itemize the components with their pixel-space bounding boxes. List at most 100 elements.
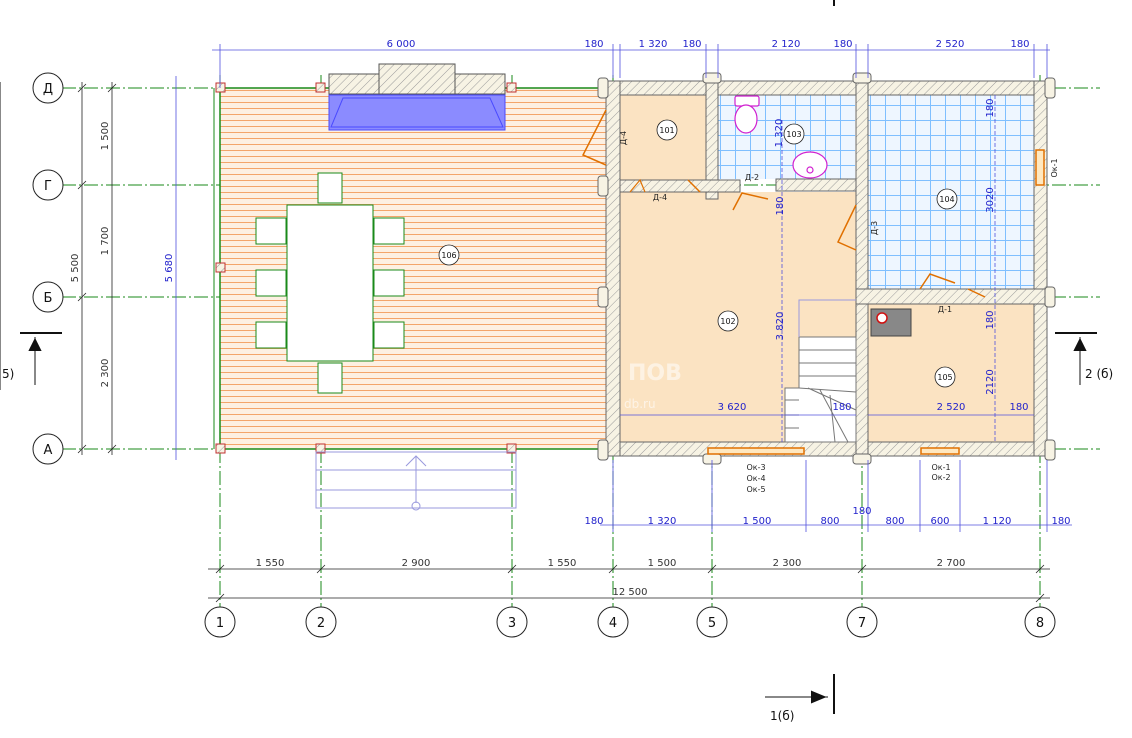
dim-103: 1 320 (774, 119, 785, 148)
axis-label-g: Г (44, 179, 52, 194)
stove (870, 308, 912, 337)
section-label-right: 2 (б) (1085, 367, 1113, 381)
axis-label-7: 7 (858, 616, 866, 631)
dim-105: 2120 (985, 369, 996, 394)
window-tag-ok1b: Ок-1 (931, 463, 950, 472)
left-dimensions: 5 500 1 500 1 700 2 300 5 680 (70, 122, 175, 388)
opening-tags: Д-4 Д-4 Д-2 Д-3 Д-1 Ок-1 Ок-3 Ок-4 Ок-5 … (619, 131, 1059, 494)
dim-axis: 1 550 (256, 558, 285, 569)
dim-left: 2 300 (100, 359, 111, 388)
axis-labels: 1 2 3 4 5 7 8 Д Г Б А (43, 82, 1044, 631)
chair (255, 321, 287, 349)
section-markers (0, 0, 1097, 714)
dim-102-180: 180 (832, 402, 851, 413)
terrace-posts (215, 82, 517, 454)
dim-top: 2 120 (772, 39, 801, 50)
dining-set (255, 172, 405, 394)
dim-105-top: 180 (985, 310, 996, 329)
dim-top: 6 000 (387, 39, 416, 50)
window-tag-ok4: Ок-4 (746, 474, 765, 483)
chair (255, 269, 287, 297)
sink (792, 151, 828, 179)
dim-bottom: 800 (885, 516, 904, 527)
room-bubbles (438, 119, 958, 388)
window-tag-ok2: Ок-2 (931, 473, 950, 482)
dim-axis: 2 700 (937, 558, 966, 569)
dim-bottom: 1 500 (743, 516, 772, 527)
dim-105-width: 2 520 (937, 402, 966, 413)
dim-bottom: 180 (1051, 516, 1070, 527)
terrace (213, 63, 613, 511)
dim-102-mid: 180 (775, 196, 786, 215)
room-104: 104 (939, 195, 954, 204)
dim-top: 1 320 (639, 39, 668, 50)
dim-102-width: 3 620 (718, 402, 747, 413)
axis-label-b: Б (44, 291, 53, 306)
axis-label-3: 3 (508, 616, 516, 631)
section-label-bottom: 1(б) (770, 709, 794, 723)
dim-104: 3020 (985, 187, 996, 212)
axis-dimension-chain (77, 82, 1050, 603)
dim-left: 1 500 (100, 122, 111, 151)
chair (373, 217, 405, 245)
log-corners (597, 72, 1056, 465)
bottom-inner-dimensions: 180 1 320 1 500 800 180 800 600 1 120 18… (584, 506, 1070, 527)
chair (255, 217, 287, 245)
axis-label-d: Д (43, 82, 53, 97)
watermark: ПОВ db.ru (624, 361, 682, 411)
dim-axis: 2 300 (773, 558, 802, 569)
room-102: 102 (720, 317, 735, 326)
dining-table (286, 204, 374, 362)
dim-left: 1 700 (100, 227, 111, 256)
dimension-lines (175, 44, 1072, 532)
room-105: 105 (937, 373, 952, 382)
door-tag-d1: Д-1 (938, 305, 952, 314)
section-label-left: 5) (2, 367, 14, 381)
dim-bottom: 1 320 (648, 516, 677, 527)
chair (317, 362, 343, 394)
section-labels: 2 (б) 1(б) 5) (2, 367, 1113, 723)
chair (373, 321, 405, 349)
dim-left-total: 5 500 (70, 254, 81, 283)
doors (581, 109, 1045, 455)
interior-dimensions: 1 320 180 3020 180 2120 3 820 180 3 620 … (718, 98, 1029, 413)
terrace-steps (315, 451, 517, 511)
watermark-text: ПОВ (628, 361, 682, 386)
window-tag-ok1: Ок-1 (1050, 158, 1059, 177)
dim-axis: 2 900 (402, 558, 431, 569)
room-numbers: 101 102 103 104 105 106 (441, 126, 954, 382)
axis-label-4: 4 (609, 616, 617, 631)
room-106: 106 (441, 251, 456, 260)
staircase (784, 299, 857, 443)
axis-label-1: 1 (216, 616, 224, 631)
room-101: 101 (659, 126, 674, 135)
dim-bottom: 600 (930, 516, 949, 527)
top-dimensions: 6 000 180 1 320 180 2 120 180 2 520 180 (387, 39, 1030, 50)
door-tag-d4: Д-4 (619, 131, 628, 145)
dim-bottom: 180 (584, 516, 603, 527)
dim-bottom: 180 (852, 506, 871, 517)
dim-102-vert: 3 820 (775, 312, 786, 341)
dim-top: 180 (584, 39, 603, 50)
axis-bubbles-bottom (204, 606, 1056, 638)
dim-total: 12 500 (613, 587, 648, 598)
door-tag-d4b: Д-4 (653, 193, 667, 202)
fireplace-hearth (328, 94, 506, 131)
chair (317, 172, 343, 204)
window-tag-ok3: Ок-3 (746, 463, 765, 472)
door-tag-d2: Д-2 (745, 173, 759, 182)
dim-terrace: 5 680 (164, 254, 175, 283)
dim-top: 180 (682, 39, 701, 50)
axis-chain-dimensions: 1 550 2 900 1 550 1 500 2 300 2 700 12 5… (256, 558, 966, 598)
chair (373, 269, 405, 297)
axis-label-8: 8 (1036, 616, 1044, 631)
axis-bubbles-left (32, 72, 64, 465)
axis-label-5: 5 (708, 616, 716, 631)
toilet-bowl (734, 104, 758, 134)
bathroom-fixtures (734, 95, 828, 179)
dim-top: 180 (1010, 39, 1029, 50)
dim-axis: 1 500 (648, 558, 677, 569)
dim-104-top: 180 (985, 98, 996, 117)
watermark-url: db.ru (624, 397, 656, 411)
